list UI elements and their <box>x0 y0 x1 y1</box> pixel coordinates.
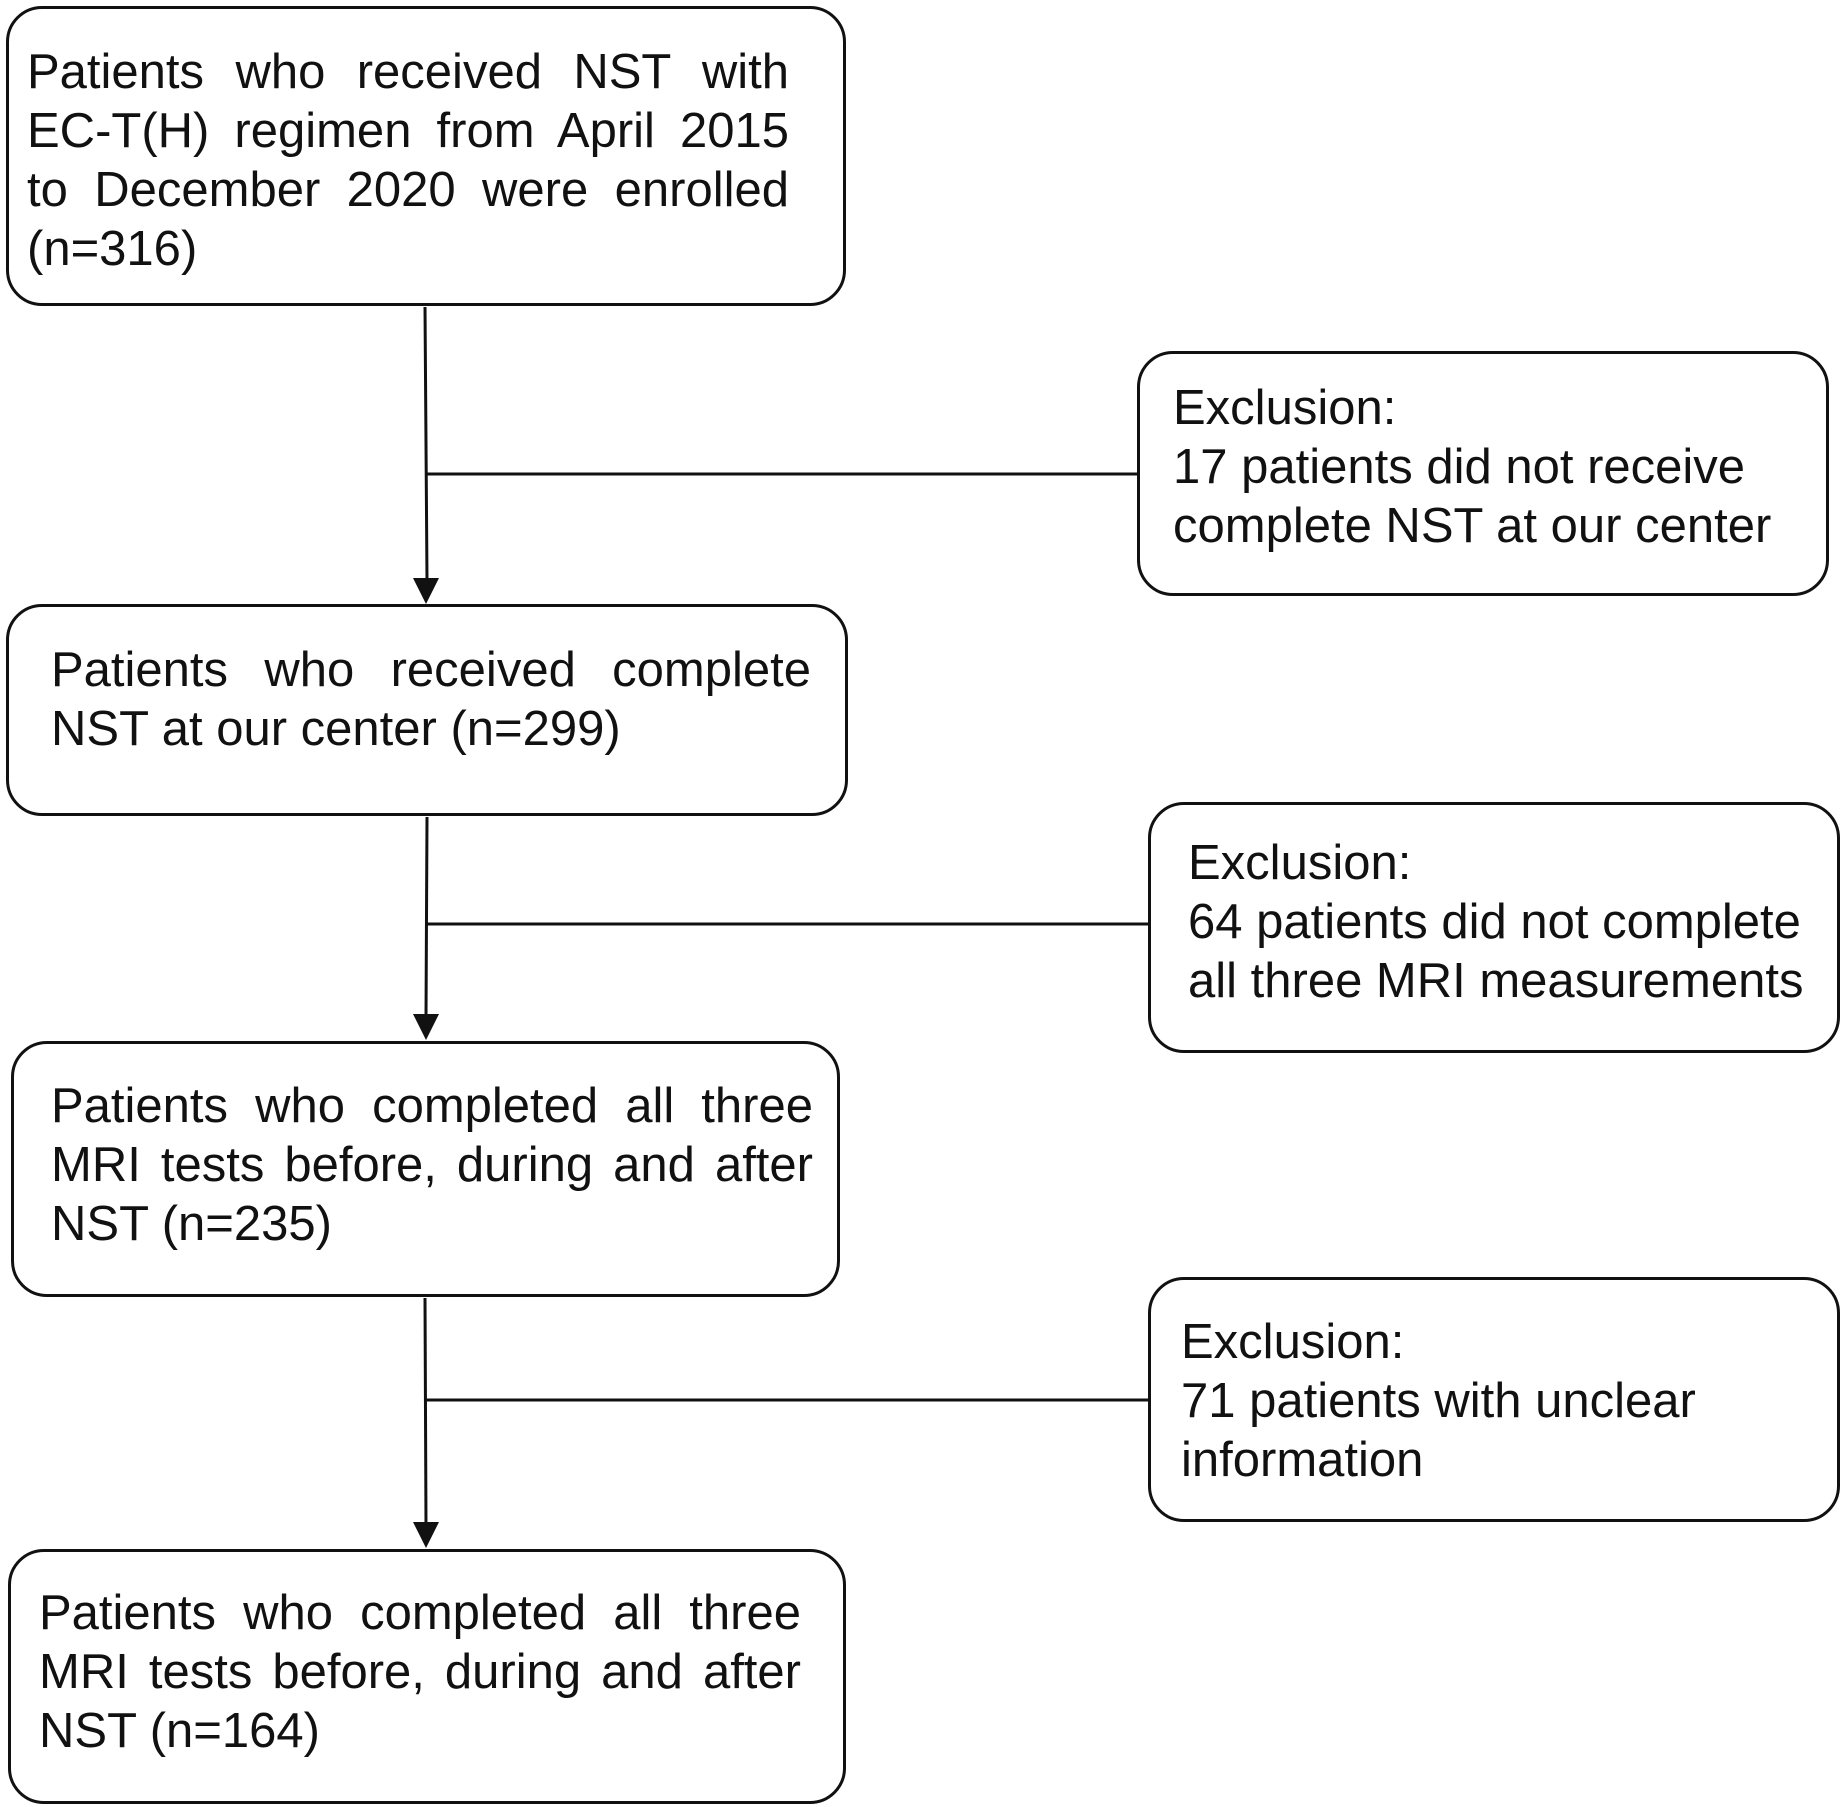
arrow-shaft-3 <box>423 1297 428 1527</box>
exclusion-box-3: Exclusion: 71 patients with unclear info… <box>1148 1277 1840 1522</box>
arrowhead-1 <box>413 578 439 604</box>
exclusion-text-3: 71 patients with unclear information <box>1181 1374 1696 1487</box>
step-text-complete-nst: Patients who received complete NST at ou… <box>51 643 811 756</box>
arrowhead-3 <box>413 1522 439 1548</box>
arrow-shaft-2 <box>424 816 429 1018</box>
step-box-enrolled: Patients who received NST with EC-T(H) r… <box>6 6 846 306</box>
arrow-shaft-1 <box>423 306 429 581</box>
exclusion-text-2: 64 patients did not complete all three M… <box>1188 895 1804 1008</box>
step-text-enrolled: Patients who received NST with EC-T(H) r… <box>27 45 789 276</box>
exclusion-text-1: 17 patients did not receive complete NST… <box>1173 440 1772 553</box>
step-text-mri-complete: Patients who completed all three MRI tes… <box>51 1079 813 1251</box>
step-text-final: Patients who completed all three MRI tes… <box>39 1586 801 1758</box>
arrowhead-2 <box>413 1014 439 1040</box>
exclusion-box-2: Exclusion: 64 patients did not complete … <box>1148 802 1840 1053</box>
exclusion-heading-2: Exclusion: <box>1188 836 1412 890</box>
step-box-final: Patients who completed all three MRI tes… <box>8 1549 846 1804</box>
exclusion-heading-3: Exclusion: <box>1181 1315 1405 1369</box>
step-box-complete-nst: Patients who received complete NST at ou… <box>6 604 848 816</box>
step-box-mri-complete: Patients who completed all three MRI tes… <box>11 1041 840 1297</box>
exclusion-box-1: Exclusion: 17 patients did not receive c… <box>1137 351 1829 596</box>
exclusion-heading-1: Exclusion: <box>1173 381 1397 435</box>
